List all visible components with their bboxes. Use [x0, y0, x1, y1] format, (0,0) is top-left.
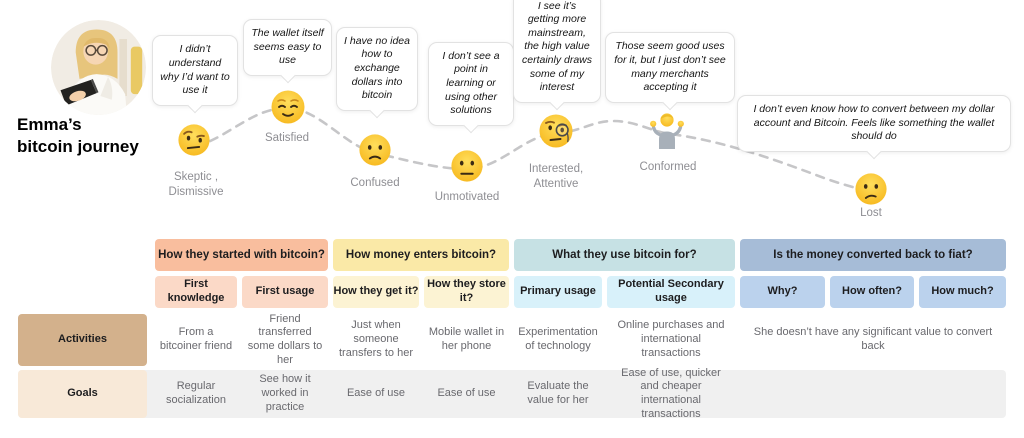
phase-header-use-for: What they use bitcoin for?	[514, 239, 735, 271]
page-title: Emma’s bitcoin journey	[17, 115, 139, 157]
phase-header-started: How they started with bitcoin?	[155, 239, 328, 271]
goals-cell: Evaluate the value for her	[527, 380, 589, 406]
sub-header-first-usage: First usage	[242, 276, 328, 308]
slightly-frowning-face-icon	[358, 133, 392, 172]
sub-header-how-much: How much?	[919, 276, 1006, 308]
quote-bubble: I didn’t understand why I’d want to use …	[152, 35, 238, 106]
persona-photo-illustration	[51, 20, 146, 115]
sub-header-primary-usage: Primary usage	[514, 276, 602, 308]
goals-cell: Ease of use, quicker and cheaper interna…	[621, 366, 721, 420]
sub-header-how-they-get-it: How they get it?	[333, 276, 419, 308]
neutral-face-icon	[450, 149, 484, 188]
quote-text: I have no idea how to exchange dollars i…	[344, 34, 410, 102]
quote-bubble: I see it’s getting more mainstream, the …	[513, 0, 601, 103]
stage-label: Interested, Attentive	[528, 163, 584, 190]
quote-text: I see it’s getting more mainstream, the …	[521, 0, 593, 94]
quote-text: Those seem good uses for it, but I just …	[614, 40, 726, 94]
quote-bubble: I have no idea how to exchange dollars i…	[336, 26, 418, 111]
stage-label: Confused	[350, 177, 400, 189]
quote-bubble: Those seem good uses for it, but I just …	[605, 32, 735, 103]
activities-cell: Friend transferred some dollars to her	[247, 312, 323, 366]
quote-text: I don’t even know how to convert between…	[753, 103, 995, 143]
sub-header-how-often: How often?	[830, 276, 914, 308]
activities-cell: Online purchases and international trans…	[617, 319, 725, 359]
row-label-goals: Goals	[18, 370, 147, 418]
row-label-activities: Activities	[18, 314, 147, 366]
goals-cell: Regular socialization	[166, 380, 226, 406]
goals-row-background	[18, 370, 1006, 418]
phase-header-money-enters: How money enters bitcoin?	[333, 239, 509, 271]
activities-cell: Just when someone transfers to her	[339, 319, 413, 359]
face-with-raised-eyebrow-icon	[177, 123, 211, 162]
goals-cell: Ease of use	[437, 387, 496, 400]
goals-cell: See how it worked in practice	[259, 373, 311, 413]
activities-cell-span: She doesn’t have any significant value t…	[753, 326, 993, 352]
quote-bubble: I don’t see a point in learning or using…	[428, 41, 514, 126]
quote-text: I don’t see a point in learning or using…	[442, 49, 500, 117]
activities-cell: Experimentation of technology	[518, 326, 598, 352]
phase-header-converted-back: Is the money converted back to fiat?	[740, 239, 1006, 271]
quote-text: I didn’t understand why I’d want to use …	[160, 43, 230, 97]
sub-header-potential-secondary-usage: Potential Secondary usage	[607, 276, 735, 308]
quote-bubble: I don’t even know how to convert between…	[737, 95, 1011, 152]
relieved-face-icon	[270, 89, 306, 130]
quote-bubble: The wallet itself seems easy to use	[243, 19, 332, 76]
quote-text: The wallet itself seems easy to use	[251, 27, 324, 67]
avatar	[51, 20, 146, 115]
goals-cell: Ease of use	[346, 387, 406, 400]
stage-label: Lost	[860, 207, 882, 219]
stage-label: Skeptic , Dismissive	[168, 171, 224, 198]
activities-cell: Mobile wallet in her phone	[428, 326, 505, 352]
stage-label: Satisfied	[264, 132, 310, 144]
stage-label: Unmotivated	[434, 191, 500, 203]
activities-cell: From a bitcoiner friend	[159, 326, 233, 352]
confused-face-icon	[854, 172, 888, 211]
sub-header-first-knowledge: First knowledge	[155, 276, 237, 308]
stage-label: Conformed	[639, 161, 697, 173]
face-with-monocle-icon	[538, 113, 574, 154]
person-shrugging-icon	[647, 109, 687, 154]
sub-header-why: Why?	[740, 276, 825, 308]
sub-header-how-they-store-it: How they store it?	[424, 276, 509, 308]
